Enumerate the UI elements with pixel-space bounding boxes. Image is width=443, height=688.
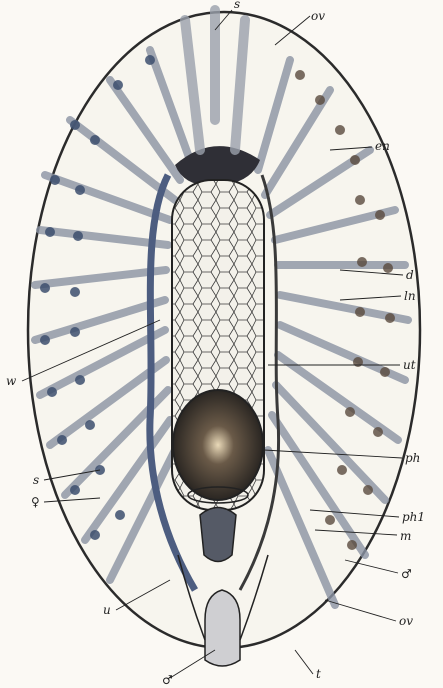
label-m: m [400,529,411,543]
label-w: w [6,374,17,388]
label-d: d [406,268,414,282]
label-en: en [375,139,390,153]
pharynx-disc [173,390,263,500]
label-ph1: ph1 [402,510,425,524]
label-ov-bottom: ov [399,614,413,628]
label-s-top: s [234,0,240,11]
label-ov-top: ov [311,9,325,23]
label-ph: ph [405,451,420,465]
label-s-left: s [33,473,39,487]
label-bottom: ♂ [162,673,173,687]
label-ln: ln [404,289,416,303]
lower-organ [200,508,236,562]
label-ut: ut [403,358,416,372]
label-u: u [103,603,111,617]
label-female: ♀ [31,495,40,509]
label-t: t [316,667,321,681]
label-male: ♂ [401,567,412,581]
genital-pore [205,590,240,666]
